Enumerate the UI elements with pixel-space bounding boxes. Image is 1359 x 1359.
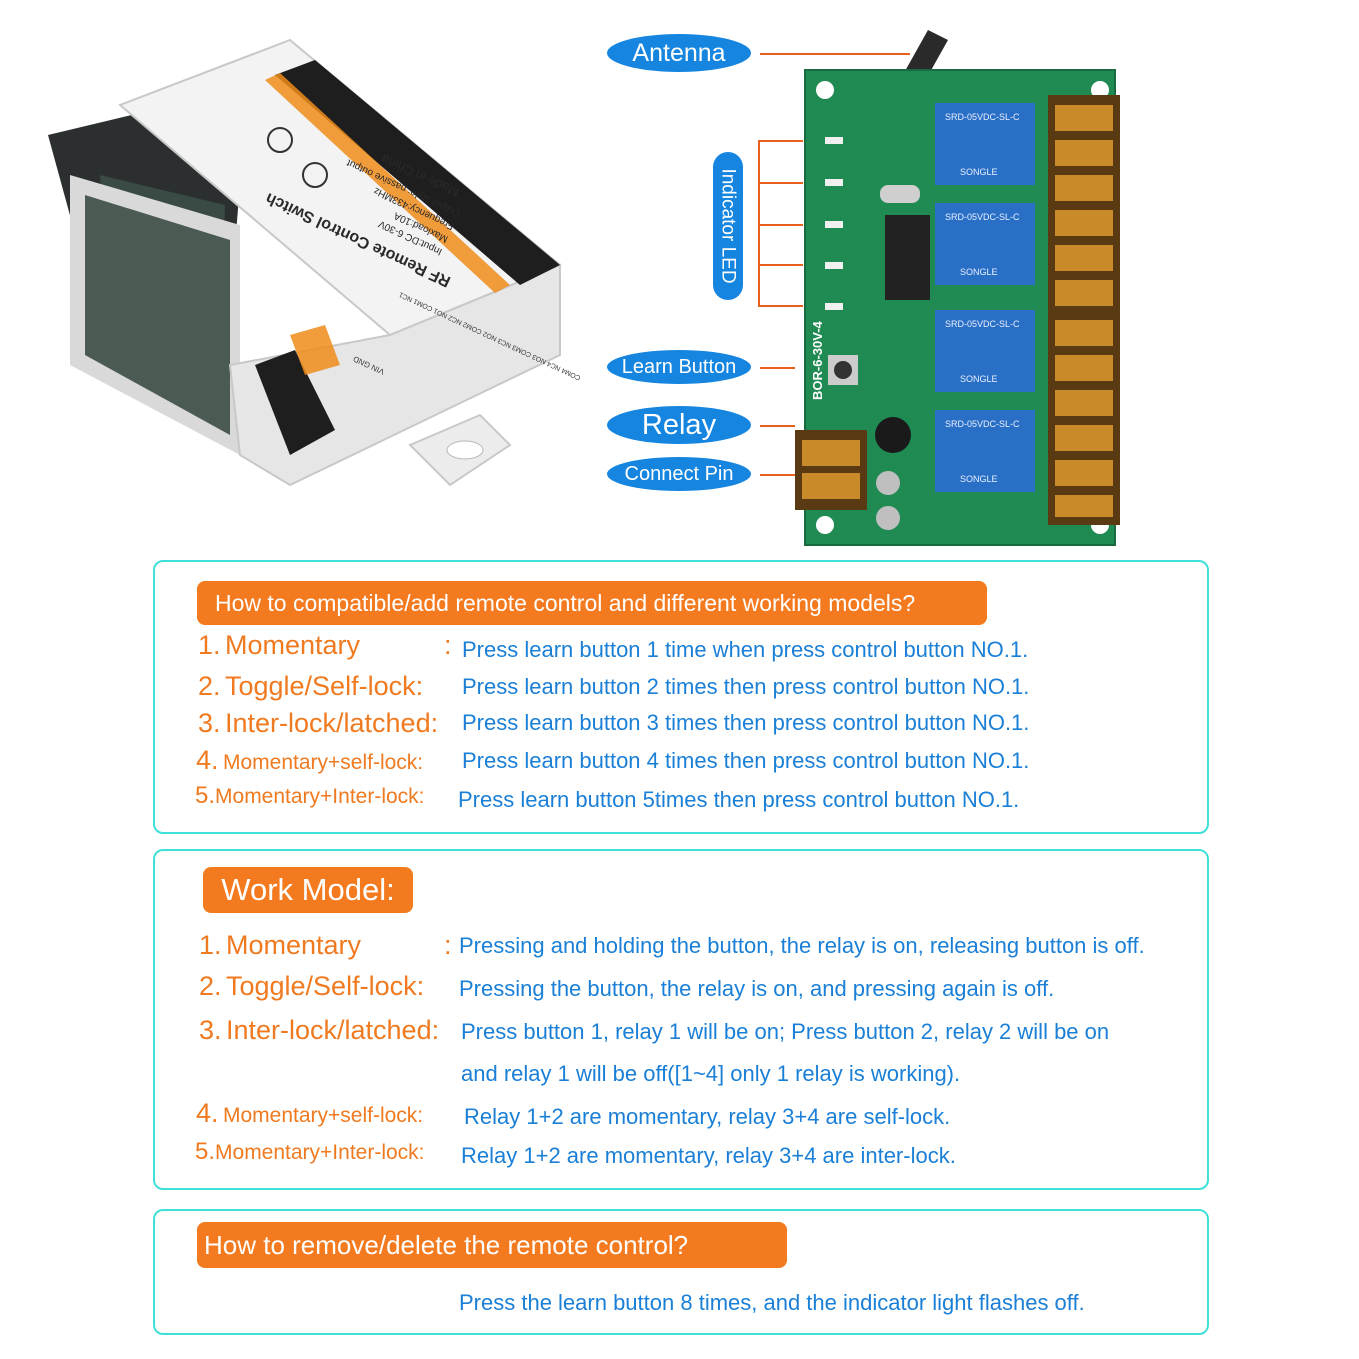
s2-mode-2-num: 2. xyxy=(199,971,222,1001)
s2-mode-5-name: Momentary+Inter-lock: xyxy=(215,1141,425,1164)
relay-label-text: Relay xyxy=(641,408,717,441)
s1-mode-2-num: 2. xyxy=(198,671,221,701)
s2-mode-4-desc: Relay 1+2 are momentary, relay 3+4 are s… xyxy=(464,1104,951,1129)
output-terminal-block xyxy=(1048,95,1120,525)
relay-label: Relay xyxy=(607,406,751,444)
s1-mode-3-num: 3. xyxy=(198,708,221,738)
led-leader-3 xyxy=(758,224,803,226)
indicator-led-label-text: Indicator LED xyxy=(718,168,739,284)
s1-mode-1-name: Momentary xyxy=(224,630,361,660)
remote-switch-enclosure-image: RF Remote Control Switch Input:DC 6-30V … xyxy=(48,38,580,487)
led-leader-2 xyxy=(758,182,803,184)
relay-4 xyxy=(935,410,1035,492)
indicator-led-5 xyxy=(825,303,843,310)
indicator-led-bracket xyxy=(758,140,760,306)
s2-mode-4-name: Momentary+self-lock: xyxy=(222,1104,424,1127)
s2-mode-1: 1. Momentary xyxy=(199,930,361,961)
s1-mode-4-name: Momentary+self-lock: xyxy=(222,751,424,774)
s2-mode-5-desc: Relay 1+2 are momentary, relay 3+4 are i… xyxy=(461,1143,956,1168)
s1-mode-3-desc: Press learn button 3 times then press co… xyxy=(462,710,1030,735)
s1-mode-1-colon: : xyxy=(444,630,452,660)
board-model-text: BOR-6-30V-4 xyxy=(810,320,825,400)
antenna-label: Antenna xyxy=(607,34,751,72)
relay-1-brand: SONGLE xyxy=(960,167,998,177)
relay-3 xyxy=(935,310,1035,392)
relay-4-brand: SONGLE xyxy=(960,474,998,484)
s1-mode-4-num: 4. xyxy=(196,745,219,775)
s1-mode-4: 4. Momentary+self-lock: xyxy=(196,745,423,776)
led-leader-4 xyxy=(758,264,803,266)
s2-mode-1-num: 1. xyxy=(199,930,222,960)
indicator-led-label: Indicator LED xyxy=(713,152,743,300)
led-leader-1 xyxy=(758,140,803,142)
learn-button-label: Learn Button xyxy=(607,350,751,384)
indicator-led-2 xyxy=(825,179,843,186)
s2-mode-3-desc: Press button 1, relay 1 will be on; Pres… xyxy=(461,1019,1110,1044)
work-model-header: Work Model: xyxy=(203,867,413,913)
s1-mode-5: 5.Momentary+Inter-lock: xyxy=(195,782,425,810)
relay-2-brand: SONGLE xyxy=(960,267,998,277)
s2-mode-5: 5.Momentary+Inter-lock: xyxy=(195,1138,425,1166)
antenna-label-text: Antenna xyxy=(632,38,726,67)
relay-2-label: SRD-05VDC-SL-C xyxy=(945,212,1020,222)
s1-mode-1-num: 1. xyxy=(198,630,221,660)
s1-mode-2: 2. Toggle/Self-lock: xyxy=(198,671,423,702)
relay-2 xyxy=(935,203,1035,285)
s1-mode-3: 3. Inter-lock/latched: xyxy=(198,708,438,739)
add-remote-header: How to compatible/add remote control and… xyxy=(197,581,987,625)
s2-mode-3: 3. Inter-lock/latched: xyxy=(199,1015,439,1046)
s2-mode-5-num: 5. xyxy=(195,1138,216,1165)
s1-mode-5-num: 5. xyxy=(195,782,216,809)
s1-mode-5-desc: Press learn button 5times then press con… xyxy=(458,787,1020,812)
s1-mode-4-desc: Press learn button 4 times then press co… xyxy=(462,748,1030,773)
indicator-led-1 xyxy=(825,137,843,144)
pcb-board-image: BOR-6-30V-4 SRD-05VDC-SL-C SRD-05VDC-SL-… xyxy=(795,30,1120,546)
relay-1 xyxy=(935,103,1035,185)
s2-mode-1-colon: : xyxy=(444,930,452,960)
connect-pin-leader-line xyxy=(760,474,795,476)
relay-4-label: SRD-05VDC-SL-C xyxy=(945,419,1020,429)
recycle-icon xyxy=(302,162,328,188)
learn-button-leader-line xyxy=(760,367,795,369)
led-leader-5 xyxy=(758,305,803,307)
s1-mode-3-name: Inter-lock/latched: xyxy=(224,708,439,738)
s2-mode-3-name: Inter-lock/latched: xyxy=(225,1015,440,1045)
s2-mode-4-num: 4. xyxy=(196,1098,219,1128)
remove-remote-header: How to remove/delete the remote control? xyxy=(197,1222,787,1268)
s1-mode-1-desc: Press learn button 1 time when press con… xyxy=(462,637,1029,662)
antenna-leader-line xyxy=(760,53,910,55)
connect-pin-label-text: Connect Pin xyxy=(624,462,734,485)
s2-mode-3-desc-cont: and relay 1 will be off([1~4] only 1 rel… xyxy=(461,1061,961,1086)
s1-mode-5-name: Momentary+Inter-lock: xyxy=(215,785,425,808)
s2-mode-4: 4. Momentary+self-lock: xyxy=(196,1098,423,1129)
add-remote-header-text: How to compatible/add remote control and… xyxy=(215,589,916,616)
s2-mode-1-name: Momentary xyxy=(225,930,362,960)
s2-mode-2-name: Toggle/Self-lock: xyxy=(225,971,425,1001)
s2-mode-2-desc: Pressing the button, the relay is on, an… xyxy=(459,976,1055,1001)
relay-leader-line xyxy=(760,425,795,427)
s1-mode-1: 1. Momentary xyxy=(198,630,360,661)
connect-pin-label: Connect Pin xyxy=(607,457,751,491)
s1-mode-2-name: Toggle/Self-lock: xyxy=(224,671,424,701)
learn-button-label-text: Learn Button xyxy=(621,355,737,378)
relay-3-label: SRD-05VDC-SL-C xyxy=(945,319,1020,329)
s2-mode-1-desc: Pressing and holding the button, the rel… xyxy=(459,933,1145,958)
remove-remote-header-text: How to remove/delete the remote control? xyxy=(204,1229,689,1260)
s2-mode-3-num: 3. xyxy=(199,1015,222,1045)
relay-3-brand: SONGLE xyxy=(960,374,998,384)
indicator-led-4 xyxy=(825,262,843,269)
s2-mode-2: 2. Toggle/Self-lock: xyxy=(199,971,424,1002)
rohs-icon xyxy=(267,127,293,153)
indicator-led-3 xyxy=(825,221,843,228)
remove-remote-desc: Press the learn button 8 times, and the … xyxy=(459,1290,1085,1315)
work-model-header-text: Work Model: xyxy=(221,872,395,907)
relay-1-label: SRD-05VDC-SL-C xyxy=(945,112,1020,122)
s1-mode-2-desc: Press learn button 2 times then press co… xyxy=(462,674,1030,699)
